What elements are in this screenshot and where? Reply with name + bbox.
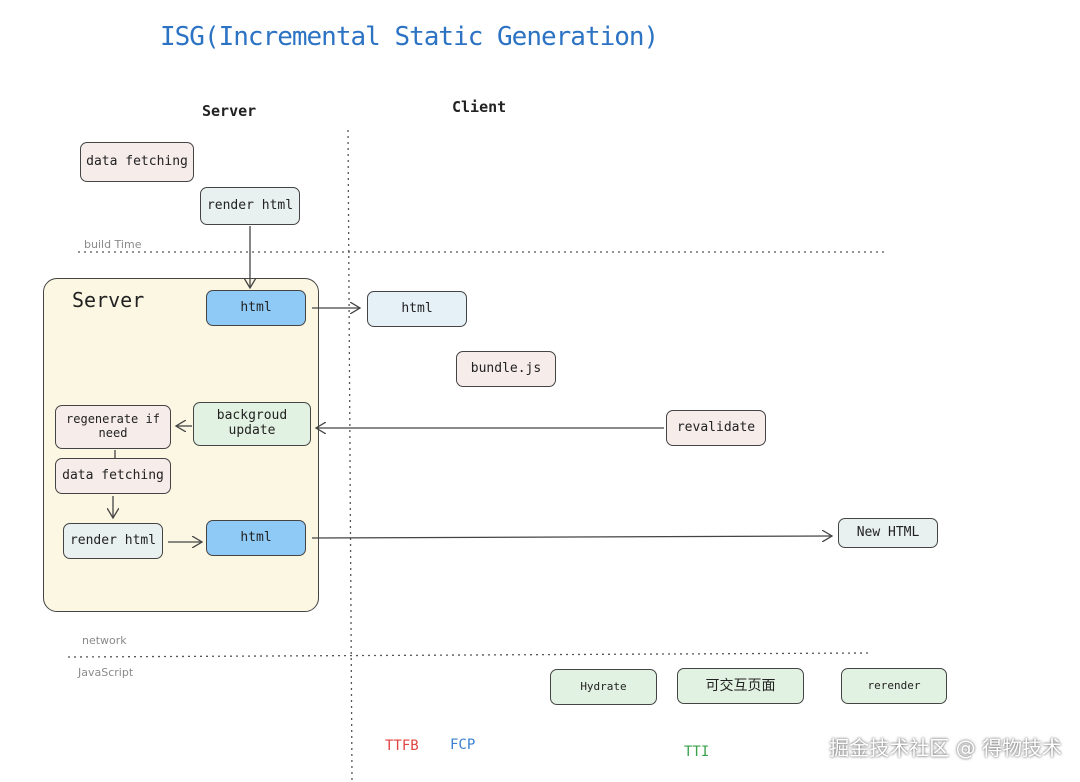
node-server-html-regenerated: html [206, 520, 306, 556]
node-interactive-page: 可交互页面 [677, 668, 804, 704]
metric-ttfb: TTFB [385, 738, 419, 754]
watermark: 掘金技术社区 @ 得物技术 [829, 736, 1062, 760]
node-hydrate: Hydrate [550, 669, 657, 705]
server-box-label: Server [72, 288, 145, 312]
node-background-update: backgroud update [193, 402, 311, 446]
column-header-client: Client [452, 98, 507, 116]
node-regenerate: regenerate if need [55, 405, 171, 449]
node-bundle-js: bundle.js [456, 351, 556, 387]
section-label-build-time: build Time [84, 238, 142, 251]
node-new-html: New HTML [838, 518, 938, 548]
section-label-javascript: JavaScript [78, 666, 134, 679]
node-server-html: html [206, 290, 306, 326]
divider-vertical [347, 129, 353, 781]
node-data-fetching-inner: data fetching [55, 458, 171, 494]
node-rerender: rerender [841, 668, 947, 704]
node-render-html-inner: render html [63, 523, 163, 559]
diagram-title: ISG(Incremental Static Generation) [160, 22, 659, 52]
column-header-server: Server [202, 102, 257, 120]
node-data-fetching-build: data fetching [80, 142, 194, 182]
metric-fcp: FCP [450, 737, 476, 753]
metric-tti: TTI [684, 744, 710, 760]
arrow-html-to-new-html [311, 536, 832, 538]
divider-network [67, 652, 871, 658]
node-client-html: html [367, 291, 467, 327]
section-label-network: network [82, 634, 127, 647]
node-revalidate: revalidate [666, 410, 766, 446]
node-render-html-build: render html [200, 187, 300, 225]
